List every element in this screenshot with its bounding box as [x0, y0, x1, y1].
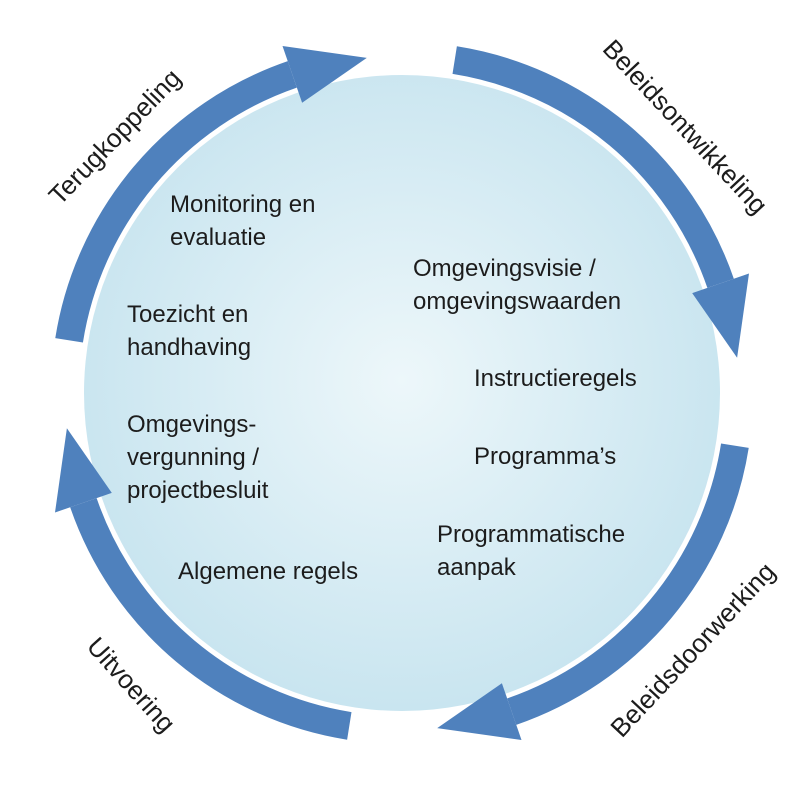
arrowhead-left-icon [55, 428, 112, 513]
cycle-background-circle [84, 75, 720, 711]
instrument-label-programmas: Programma’s [474, 443, 617, 470]
arc-uitvoering [70, 498, 352, 740]
instrument-label-omgevingsvergunning-projectbesluit: Omgevings- vergunning / projectbesluit [127, 411, 269, 504]
arc-beleidsontwikkeling [452, 46, 734, 288]
instrument-label-toezicht-en-handhaving: Toezicht en handhaving [127, 301, 252, 361]
instrument-label-programmatische-aanpak: Programmatische aanpak [437, 521, 626, 581]
arrowhead-top-icon [282, 46, 367, 103]
arc-terugkoppeling [55, 61, 297, 343]
arrowhead-bottom-icon [437, 683, 522, 740]
instrument-label-omgevingsvisie-omgevingswaarden: Omgevingsvisie / omgevingswaarden [413, 255, 622, 315]
instrument-label-instructieregels: Instructieregels [474, 365, 637, 392]
instrument-label-algemene-regels: Algemene regels [178, 558, 359, 585]
arc-beleidsdoorwerking [507, 443, 749, 725]
arrowhead-right-icon [692, 273, 749, 358]
instrument-label-monitoring-en-evaluatie: Monitoring en evaluatie [170, 191, 316, 251]
